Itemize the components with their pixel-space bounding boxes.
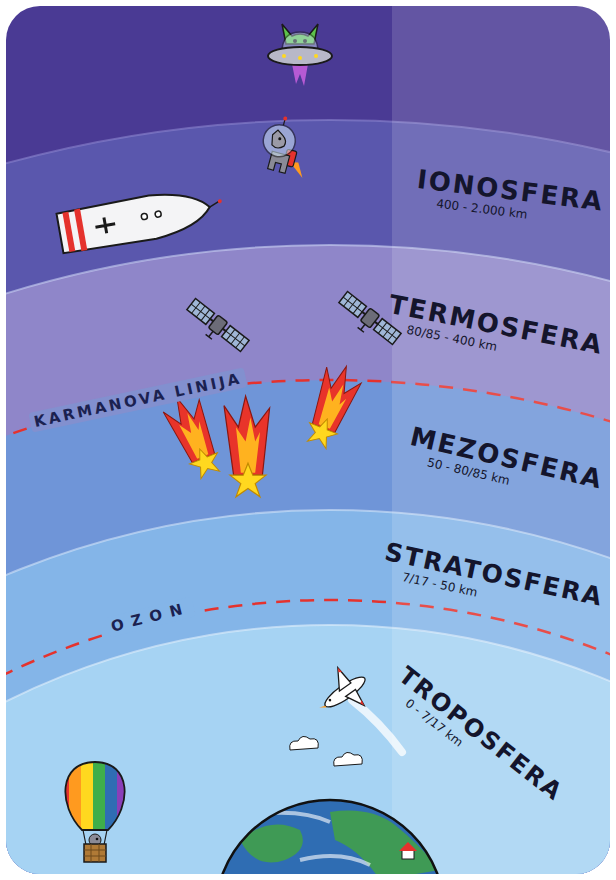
ufo xyxy=(268,24,332,86)
cloud xyxy=(290,736,363,766)
label-panel xyxy=(392,6,610,874)
hot-air-balloon xyxy=(55,760,135,862)
earth xyxy=(215,800,445,874)
meteor xyxy=(160,390,227,482)
satellite xyxy=(182,298,250,358)
meteor xyxy=(298,360,365,452)
rocket xyxy=(56,183,226,255)
sky-layers xyxy=(6,6,610,874)
meteor xyxy=(224,396,270,497)
contrail xyxy=(352,700,402,752)
space-dog xyxy=(256,112,317,178)
seagull xyxy=(307,659,378,728)
